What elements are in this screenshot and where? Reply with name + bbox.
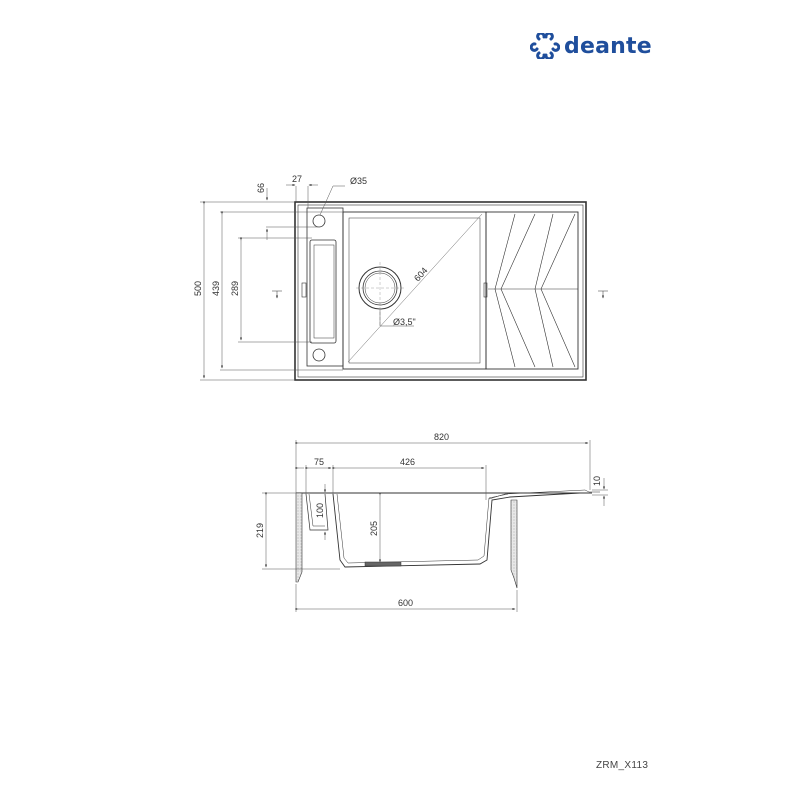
dim-channel-depth: 100 [315, 503, 325, 518]
dim-hole-offset-x: 27 [292, 174, 302, 184]
dim-cabinet-width: 600 [398, 598, 413, 608]
dim-bowl-width: 426 [400, 457, 415, 467]
side-view [295, 489, 600, 589]
top-view [294, 201, 587, 381]
dim-drainer-thickness: 10 [592, 476, 602, 486]
side-view-dimension-lines [262, 440, 608, 612]
dim-rim-offset: 75 [314, 457, 324, 467]
brand-logo: deante [530, 33, 652, 59]
dim-hole-offset-y: 66 [256, 183, 266, 193]
brand-name: deante [564, 33, 652, 59]
top-view-dimension-lines [200, 184, 608, 381]
tap-hole-bottom [312, 348, 326, 362]
drawing-code: ZRM_X113 [596, 760, 649, 771]
deante-logo-icon [530, 33, 560, 59]
dim-channel-length: 289 [230, 281, 240, 296]
dim-tap-hole-diameter: Ø35 [350, 176, 367, 186]
dim-total-width: 820 [434, 432, 449, 442]
dim-bowl-diagonal: 604 [412, 265, 429, 283]
dim-drain-diameter: Ø3,5" [393, 317, 416, 327]
dim-total-depth: 500 [193, 281, 203, 296]
dim-bowl-height: 205 [369, 521, 379, 536]
tap-hole-top [312, 214, 326, 228]
dim-total-height: 219 [255, 523, 265, 538]
dim-bowl-depth: 439 [211, 281, 221, 296]
